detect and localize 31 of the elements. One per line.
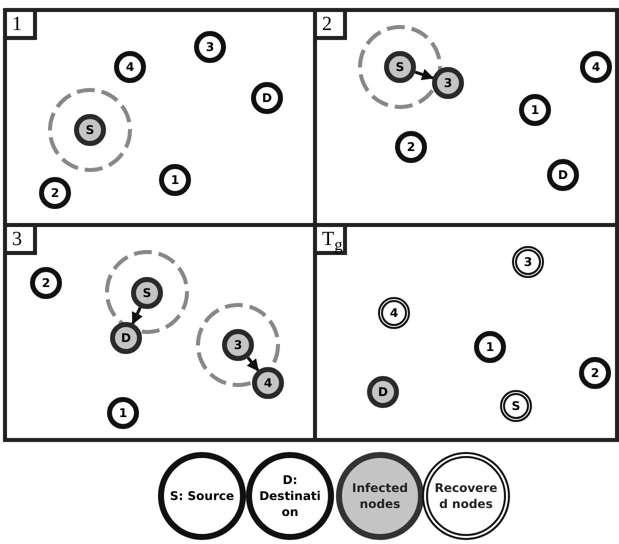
arrow <box>131 306 143 325</box>
node-circle: D <box>251 82 283 114</box>
node-circle: D <box>547 159 579 191</box>
node-circle: 3 <box>432 67 464 99</box>
node-circle: 2 <box>39 177 71 209</box>
node-circle: 2 <box>579 357 611 389</box>
node-circle: S <box>384 51 416 83</box>
node-circle: 3 <box>512 246 544 278</box>
legend-label: Infected nodes <box>351 480 409 512</box>
node-circle: 4 <box>580 51 612 83</box>
node-circle: S <box>131 277 163 309</box>
legend-label: Recovered nodes <box>434 480 498 512</box>
node-circle: 1 <box>159 164 191 196</box>
node-circle: S <box>74 114 106 146</box>
node-circle: 2 <box>395 131 427 163</box>
node-circle: 4 <box>252 367 284 399</box>
node-circle: D <box>110 322 142 354</box>
node-circle: 1 <box>474 331 506 363</box>
node-circle: 3 <box>222 329 254 361</box>
arrow <box>246 356 260 372</box>
legend-label: S: Source <box>168 488 236 504</box>
node-circle: 4 <box>114 51 146 83</box>
node-circle: 2 <box>30 267 62 299</box>
node-circle: D <box>367 376 399 408</box>
node-circle: 3 <box>194 31 226 63</box>
arrow <box>414 68 434 80</box>
legend-label: D: Destination <box>258 472 322 520</box>
node-circle: S <box>500 390 532 422</box>
node-circle: 1 <box>519 94 551 126</box>
node-circle: 1 <box>107 397 139 429</box>
node-circle: 4 <box>378 297 410 329</box>
